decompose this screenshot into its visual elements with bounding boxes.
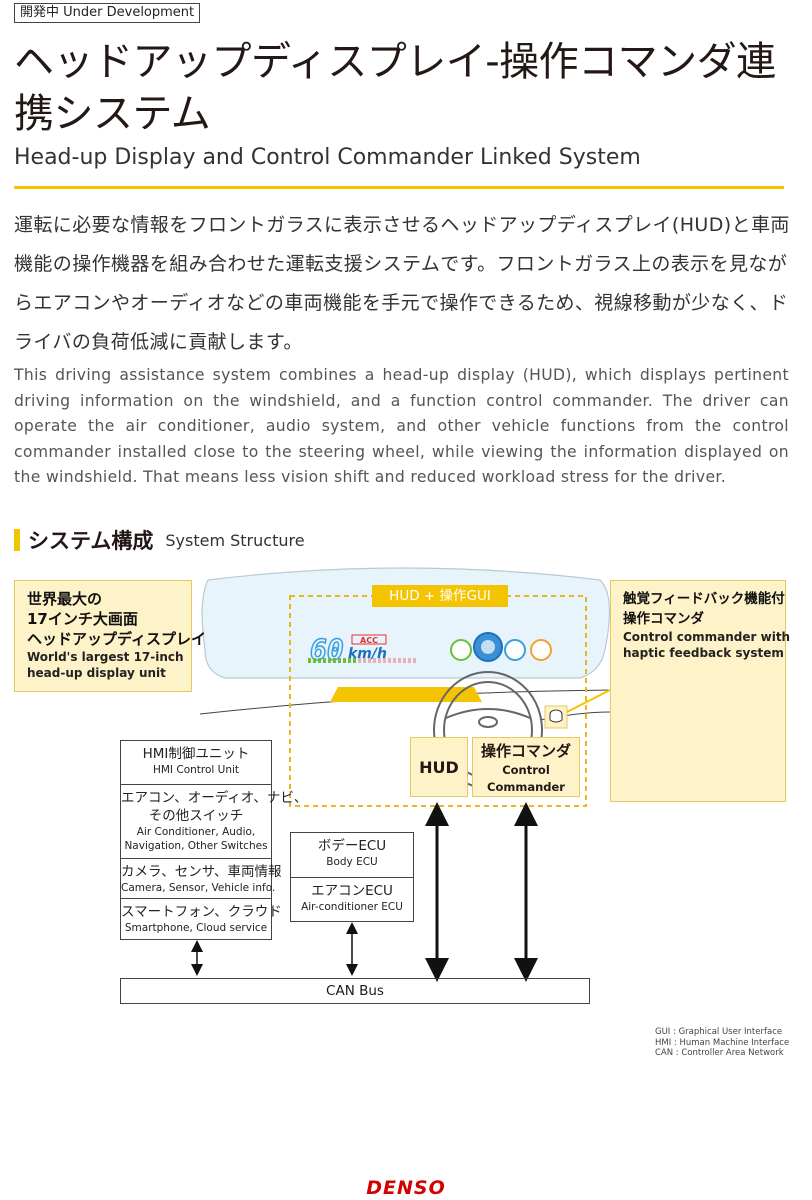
callout-hud-en-1: World's largest 17-inch <box>27 650 184 664</box>
ecu-stack: ボデーECU Body ECU エアコンECU Air-conditioner … <box>290 832 414 922</box>
glossary-item: CAN : Controller Area Network <box>655 1048 784 1058</box>
speed-bar <box>308 658 416 663</box>
control-commander-en-1: Control <box>502 763 550 777</box>
hmi-camera-en: Camera, Sensor, Vehicle info. <box>121 882 276 894</box>
callout-hud-jp-1: 世界最大の <box>27 590 103 608</box>
title-divider <box>14 186 784 189</box>
control-commander-box: 操作コマンダ Control Commander <box>472 737 580 797</box>
hmi-switches: エアコン、オーディオ、ナビ、 その他スイッチ Air Conditioner, … <box>121 785 308 859</box>
callout-hud-jp-2: 17インチ大画面 <box>27 610 138 628</box>
hud-box: HUD <box>410 737 468 797</box>
ac-ecu-jp: エアコンECU <box>311 883 393 899</box>
section-heading: システム構成 System Structure <box>14 525 305 553</box>
hmi-switches-jp-2: その他スイッチ <box>148 808 244 824</box>
hmi-camera: カメラ、センサ、車両情報 Camera, Sensor, Vehicle inf… <box>121 859 282 899</box>
hud-gui-label: HUD + 操作GUI <box>372 585 508 607</box>
body-ecu: ボデーECU Body ECU <box>291 833 413 878</box>
section-marker <box>14 529 20 551</box>
hud-acc: ACC <box>360 636 378 645</box>
hmi-smartphone: スマートフォン、クラウド Smartphone, Cloud service <box>121 899 282 939</box>
callout-commander-en-2: haptic feedback system <box>623 646 784 660</box>
callout-hud: 世界最大の 17インチ大画面 ヘッドアップディスプレイ World's larg… <box>14 580 206 692</box>
hmi-smartphone-en: Smartphone, Cloud service <box>124 922 268 934</box>
glossary-item: HMI : Human Machine Interface <box>655 1037 790 1048</box>
can-bus: CAN Bus <box>120 978 590 1004</box>
hud-projection <box>330 687 482 702</box>
page-subtitle: Head-up Display and Control Commander Li… <box>14 145 641 170</box>
control-commander-jp: 操作コマンダ <box>480 742 571 760</box>
body-ecu-en: Body ECU <box>326 856 378 868</box>
body-ecu-jp: ボデーECU <box>317 838 387 854</box>
hud-gui-icons <box>450 632 552 662</box>
section-title-en: System Structure <box>165 530 305 550</box>
hud-box-label: HUD <box>419 758 459 777</box>
callout-commander-jp-2: 操作コマンダ <box>623 611 704 627</box>
status-tag: 開発中 Under Development <box>14 3 201 23</box>
callout-commander-jp-1: 触覚フィードバック機能付 <box>623 591 785 607</box>
denso-logo: DENSO <box>366 1177 446 1199</box>
callout-commander: 触覚フィードバック機能付 操作コマンダ Control commander wi… <box>610 580 791 802</box>
control-commander-en-2: Commander <box>487 780 565 794</box>
hmi-control-unit: HMI制御ユニット HMI Control Unit エアコン、オーディオ、ナビ… <box>120 740 308 940</box>
hmi-switches-jp-1: エアコン、オーディオ、ナビ、 <box>121 790 308 806</box>
ac-ecu: エアコンECU Air-conditioner ECU <box>291 878 413 923</box>
hmi-camera-jp: カメラ、センサ、車両情報 <box>121 864 282 880</box>
callout-hud-jp-3: ヘッドアップディスプレイ <box>27 630 206 648</box>
hmi-switches-en-1: Air Conditioner, Audio, <box>136 826 256 838</box>
hmi-header-jp: HMI制御ユニット <box>142 746 250 762</box>
commander-icon <box>544 705 568 729</box>
glossary-item: GUI : Graphical User Interface <box>655 1027 783 1037</box>
hmi-header: HMI制御ユニット HMI Control Unit <box>121 741 271 785</box>
page-title: ヘッドアップディスプレイ-操作コマンダ連携システム <box>14 39 776 137</box>
hmi-smartphone-jp: スマートフォン、クラウド <box>121 904 282 920</box>
callout-hud-en-2: head-up display unit <box>27 666 166 680</box>
hmi-switches-en-2: Navigation, Other Switches <box>124 840 268 852</box>
hud-unit: km/h <box>348 646 387 662</box>
glossary: GUI : Graphical User Interface HMI : Hum… <box>655 1027 805 1059</box>
section-title-jp: システム構成 <box>28 529 154 553</box>
ac-ecu-en: Air-conditioner ECU <box>301 901 403 913</box>
callout-commander-en-1: Control commander with <box>623 630 791 644</box>
hmi-header-en: HMI Control Unit <box>152 764 240 776</box>
description-en: This driving assistance system combines … <box>14 366 789 486</box>
description-jp: 運転に必要な情報をフロントガラスに表示させるヘッドアップディスプレイ(HUD)と… <box>14 214 790 353</box>
